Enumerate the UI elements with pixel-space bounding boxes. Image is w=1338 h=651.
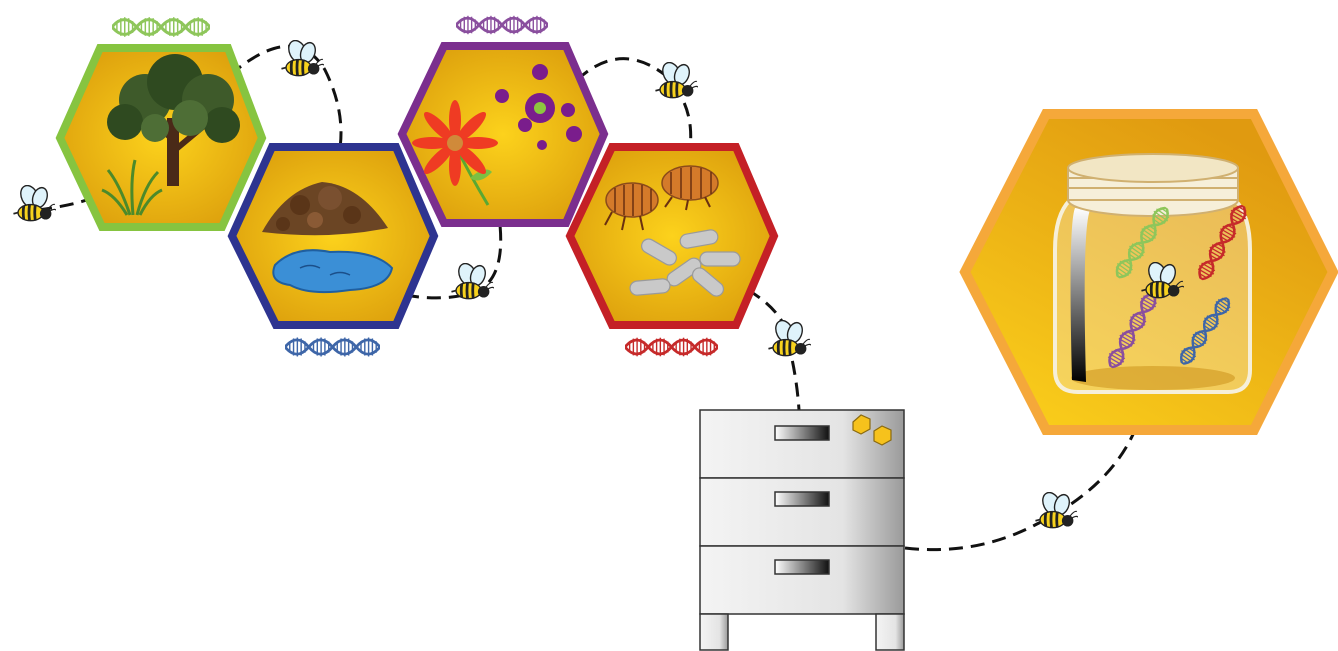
honeycomb-icon — [852, 414, 892, 446]
dna-strand-icon — [112, 15, 210, 39]
bee-icon — [450, 263, 494, 301]
mite-icon — [604, 165, 719, 231]
red-flower-icon — [412, 100, 498, 206]
bee-icon — [280, 40, 324, 78]
bee-icon — [767, 320, 811, 358]
hexagon-arthropods — [565, 143, 779, 358]
path-segment-hive-to-jar — [904, 299, 1162, 552]
soil-pile-icon — [262, 182, 388, 236]
path-segment-plants-to-soil — [229, 44, 343, 149]
bacteria-icon — [629, 229, 741, 297]
beehive-icon — [699, 409, 905, 651]
hexagon-plants — [55, 15, 267, 231]
tree-icon — [107, 54, 240, 186]
bee-icon — [12, 185, 56, 223]
bee-icon — [654, 62, 698, 100]
hexagon-soil-water — [227, 143, 439, 358]
hexagon-flowers — [397, 14, 609, 227]
bee-icon — [1034, 492, 1078, 530]
dna-strand-icon — [285, 336, 380, 358]
water-puddle-icon — [272, 249, 394, 294]
grass-icon — [101, 159, 163, 216]
dna-strand-icon — [625, 336, 718, 358]
dna-strand-icon — [456, 14, 548, 36]
purple-flowers-icon — [495, 64, 582, 150]
